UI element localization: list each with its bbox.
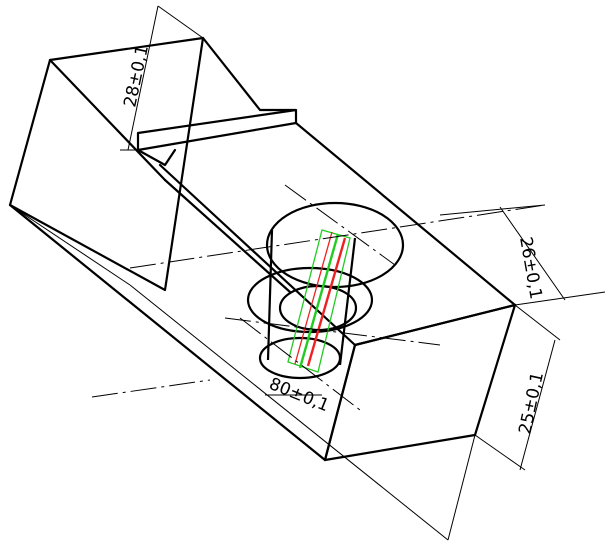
red-axis-line: [306, 237, 347, 367]
upper-counterbore: [265, 201, 405, 289]
red-axis-line-2: [294, 231, 333, 365]
step-riser: [201, 36, 297, 112]
green-cylinder-outline: [287, 229, 351, 373]
step-ledge: [136, 108, 298, 152]
dim-thickness-text: 25±0,1: [515, 370, 548, 436]
bottom-long-edge: [8, 203, 327, 462]
right-end-face: [323, 303, 517, 462]
left-end-face: [8, 36, 205, 292]
top-left-edge: [48, 58, 167, 182]
dim-thickness-extension: [514, 304, 561, 341]
dimensions: [9, 5, 606, 541]
center-line-horizontal-mid: [224, 317, 441, 346]
dim-depth-text: 26±0,1: [515, 235, 546, 300]
dim-length-line: [129, 284, 449, 541]
bore-left-wall: [266, 229, 274, 361]
dim-height-extension-top: [157, 5, 204, 39]
dim-height-text: 28±0,1: [120, 43, 153, 109]
dim-depth-extension-top: [439, 204, 546, 216]
slot-line: [163, 178, 292, 294]
step-front: [136, 148, 177, 167]
center-line-diagonal: [239, 317, 361, 411]
bolt-axis: [287, 229, 351, 373]
top-right-edge: [294, 121, 517, 307]
dim-depth-line: [499, 206, 566, 301]
dim-thickness-extension-bottom: [474, 434, 526, 471]
front-edge-vertical: [323, 343, 357, 462]
center-line-horizontal-low: [91, 379, 211, 398]
center-line-horizontal-top: [129, 204, 546, 269]
counterbore-holes: [246, 201, 405, 380]
dim-length-extension-right: [447, 434, 476, 541]
center-line-upper-diag: [284, 184, 396, 266]
dim-height-line: [127, 5, 159, 151]
dim-thickness-line: [519, 339, 556, 471]
dim-length-extension-left: [9, 204, 131, 286]
green-axis-line: [298, 233, 340, 369]
center-lines: [91, 184, 546, 411]
dim-depth-extension-bottom: [514, 291, 606, 306]
block-outline: [8, 36, 517, 462]
bore-right-wall: [338, 237, 357, 366]
